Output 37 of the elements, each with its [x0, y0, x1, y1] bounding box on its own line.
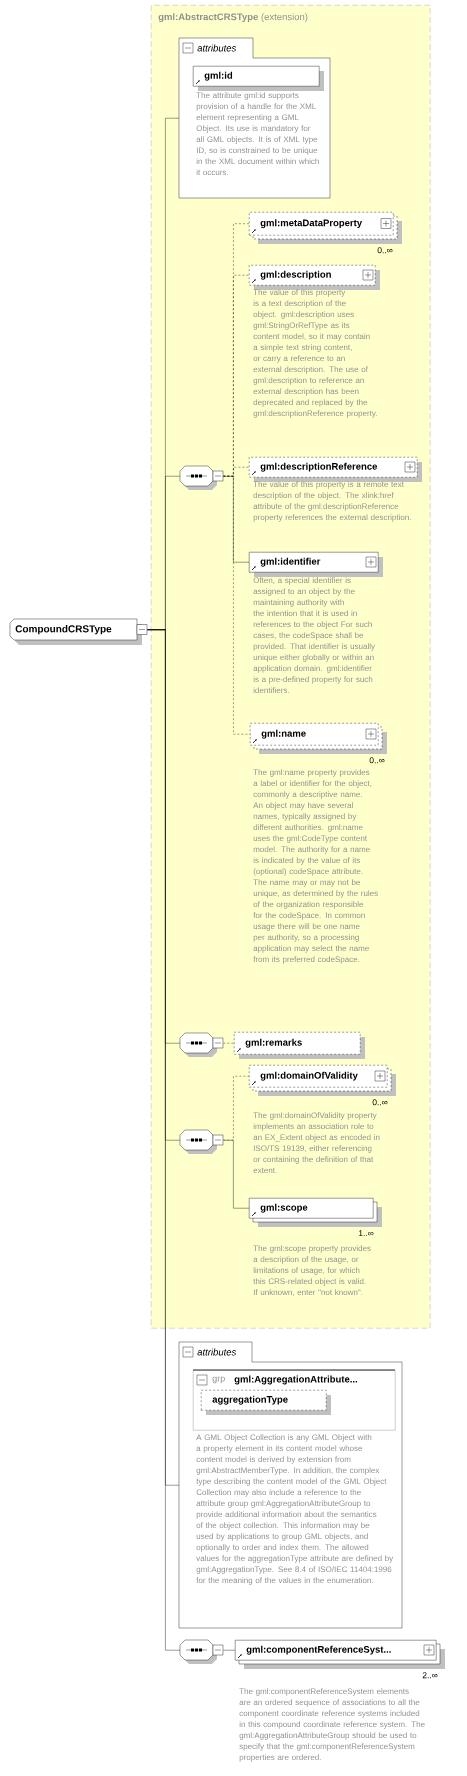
cardinality-label: 2..∞	[422, 1672, 438, 1679]
element-box: gml:scope	[249, 1198, 382, 1227]
cardinality-label: 0..∞	[372, 1099, 388, 1106]
element-box: gml:name	[250, 723, 387, 754]
element-box: gml:domainOfValidity	[249, 1065, 396, 1096]
cardinality-label: 1..∞	[358, 1230, 374, 1237]
connector-line	[223, 476, 250, 563]
description-text: The value of this property is a text description of the object. gml:description uses gml:StringOrRefType as its content model, so it may contain a simple text string content, or carry a reference to an external description. The use of gml:description to reference an external description has been deprecated and replaced by the gml:descriptionReference property.	[253, 289, 377, 418]
description-text: The gml:name property provides a label or identifier for the object, commonly a descriptive name. An object may have several names, typically assigned by different authorities. gml:name uses the gml:CodeType content model. The authority for a name is indicated by the value of its (optional) codeSpace attribute. The name may or may not be unique, as determined by the rules of the organization responsible for the codeSpace. In common usage there will be one name per authority, so a processing application may select the name from its preferred codeSpace.	[253, 769, 378, 964]
sequence-symbol	[179, 1129, 224, 1154]
description-text: Often, a special identifier is assigned to an object by the maintaining authority with the intention that it is used in references to the object For such cases, the codeSpace shall be provided. That identifier is usually unique either globally or within an application domain. gml:identifier is a pre-defined property for such identifiers.	[253, 577, 375, 694]
element-box: gml:id	[193, 66, 324, 91]
element-box: gml:componentReferenceSyst...	[235, 1640, 445, 1669]
connector-line	[223, 1043, 235, 1044]
sequence-symbol	[179, 1032, 224, 1057]
sequence-symbol	[179, 465, 224, 490]
element-box: gml:descriptionReference	[249, 457, 422, 482]
element-box: gml:description	[249, 265, 380, 290]
type-box: CompoundCRSType	[9, 618, 148, 645]
element-box: gml:identifier	[249, 552, 383, 577]
description-text: The gml:domainOfValidity property implements an association role to an EX_Extent object as encoded in ISO/TS 19139, either referencing or containing the definition of that extent.	[253, 1112, 380, 1174]
description-text: A GML Object Collection is any GML Object with a property element in its content model whose content model is derived by extension from gml:AbstractMemberType. In addition, the complex type describing the content model of the GML Object Collection may also include a reference to the attribute group gml:AggregationAttributeGroup to provide additional information about the semantics of the object collection. This information may be used by applications to group GML objects, and optionally to order and index them. The allowed values for the aggregationType attribute are defined by gml:AggregationType. See 8.4 of ISO/IEC 11404:1996 for the meaning of the values in the enumeration.	[196, 1434, 394, 1585]
description-text: The gml:scope property provides a description of the usage, or limitations of usage, for which this CRS-related object is valid. If unknown, enter "not known".	[253, 1245, 371, 1297]
element-box: gml:metaDataProperty	[249, 212, 402, 244]
connector-line	[223, 476, 251, 735]
panel-title: gml:AbstractCRSType (extension)	[158, 13, 308, 23]
sequence-symbol	[179, 1639, 224, 1664]
element-box: aggregationType	[201, 1390, 331, 1415]
connector-line	[147, 629, 181, 1651]
description-text: The gml:componentReferenceSystem elements are an ordered sequence of associations to all the component coordinate reference systems included in this compound coordinate reference system. The gml:AggregationAttributeGroup should be used to specify that the gml:componentReferenceSystem properties are ordered.	[239, 1688, 425, 1762]
element-box: gml:remarks	[234, 1032, 365, 1059]
connector-line	[223, 1650, 236, 1651]
cardinality-label: 0..∞	[369, 757, 385, 764]
description-text: The value of this property is a remote text description of the object. The xlink:href attribute of the gml:descriptionReference property references the external description.	[253, 481, 411, 522]
description-text: The attribute gml:id supports provision of a handle for the XML element representing a GML Object. Its use is mandatory for all GML objects. It is of XML type ID, so is constrained to be unique in the XML document within which it occurs.	[196, 92, 319, 176]
cardinality-label: 0..∞	[377, 247, 393, 254]
connector-line	[223, 1140, 250, 1209]
